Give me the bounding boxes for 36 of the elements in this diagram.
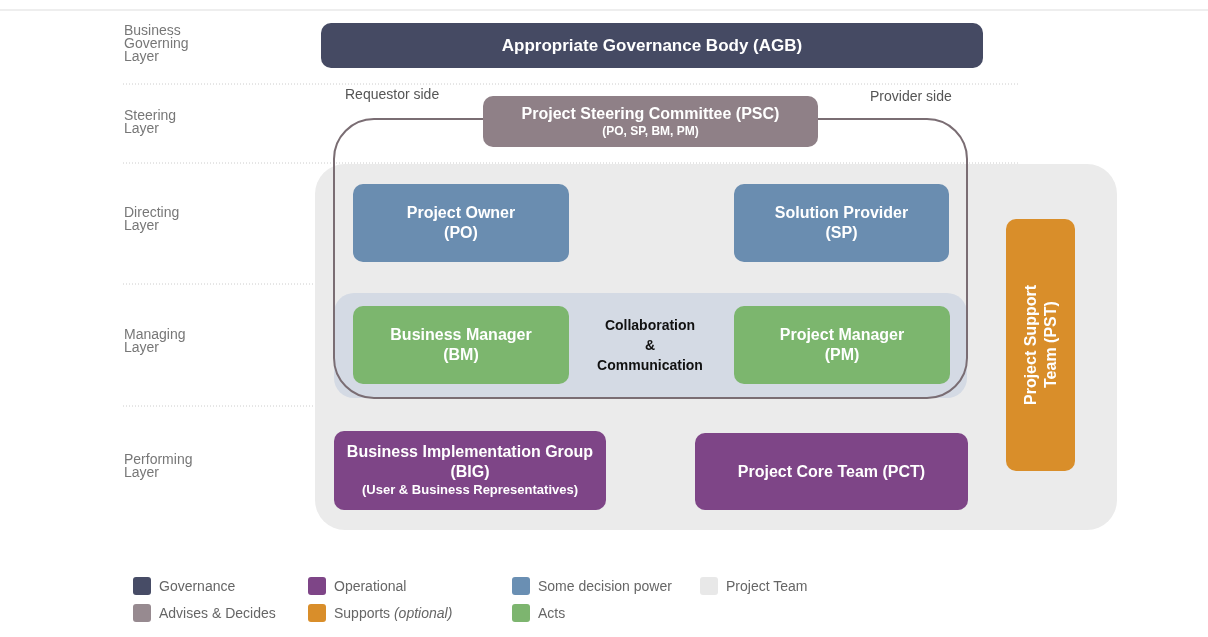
collaboration-band: [334, 293, 967, 398]
project-owner-box: [353, 184, 569, 262]
node-title: Project Owner (PO): [405, 203, 517, 243]
legend-label: Supports (optional): [334, 605, 453, 621]
legend-label: Acts: [538, 605, 566, 621]
layer-label: Performing Layer: [124, 453, 194, 479]
implementation-group-box: [334, 431, 606, 510]
side-label: Requestor side: [345, 86, 441, 102]
node-title: Collaboration & Communication: [596, 316, 704, 375]
layer-label: Business Governing Layer: [124, 24, 190, 63]
node-title: Business Implementation Group (BIG): [345, 442, 595, 483]
governance-body-box: [321, 23, 983, 68]
project-manager-box: [734, 306, 950, 384]
layer-label: Steering Layer: [124, 109, 178, 135]
solution-provider-box: [734, 184, 949, 262]
legend-label: Operational: [334, 578, 407, 594]
node-subtitle: (User & Business Representatives): [362, 482, 578, 499]
node-title: Project Manager (PM): [778, 325, 906, 365]
legend-label: Project Team: [726, 578, 808, 594]
business-manager-box: [353, 306, 569, 384]
legend-label: Advises & Decides: [159, 605, 276, 621]
core-team-box: [695, 433, 968, 510]
legend-label: Some decision power: [538, 578, 672, 594]
node-subtitle: (PO, SP, BM, PM): [602, 124, 699, 139]
steering-committee-box: [483, 96, 818, 147]
node-title: Solution Provider (SP): [773, 203, 910, 243]
node-title: Appropriate Governance Body (AGB): [501, 34, 803, 57]
support-team-box: [1006, 219, 1075, 471]
node-title: Project Steering Committee (PSC): [521, 104, 780, 124]
legend-label: Governance: [159, 578, 236, 594]
node-title: Project Core Team (PCT): [737, 461, 926, 482]
node-title: Project Support Team (PST): [1020, 284, 1060, 407]
layer-label: Directing Layer: [124, 206, 181, 232]
node-title: Business Manager (BM): [389, 325, 533, 365]
side-label: Provider side: [870, 88, 953, 104]
layer-label: Managing Layer: [124, 328, 187, 354]
